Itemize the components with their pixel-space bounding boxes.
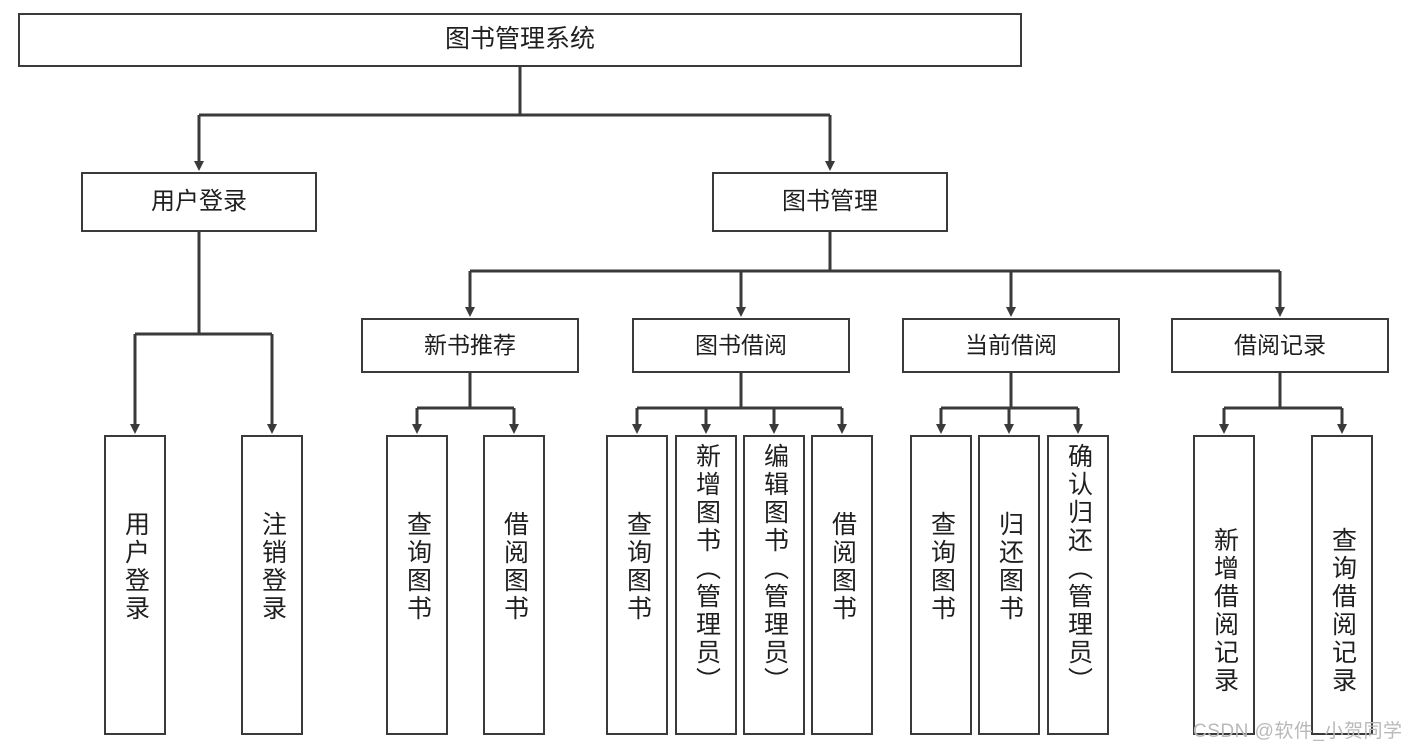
node-l6[interactable]: 新增图书（管理员） (675, 435, 737, 735)
node-label-l4: 借阅图书 (500, 511, 529, 623)
node-label-borrow: 图书借阅 (695, 331, 787, 358)
node-l7[interactable]: 编辑图书（管理员） (743, 435, 805, 735)
node-l9[interactable]: 查询图书 (910, 435, 972, 735)
node-label-l6: 新增图书（管理员） (692, 443, 721, 695)
node-label-l2: 注销登录 (258, 511, 287, 623)
node-label-l11: 确认归还（管理员） (1064, 443, 1093, 695)
node-label-l7: 编辑图书（管理员） (760, 443, 789, 695)
node-label-l12: 新增借阅记录 (1210, 527, 1239, 695)
node-l13[interactable]: 查询借阅记录 (1311, 435, 1373, 735)
node-l10[interactable]: 归还图书 (978, 435, 1040, 735)
node-label-root: 图书管理系统 (444, 25, 595, 54)
node-label-login: 用户登录 (151, 187, 247, 215)
node-l8[interactable]: 借阅图书 (811, 435, 873, 735)
node-label-l10: 归还图书 (995, 511, 1024, 623)
node-root[interactable]: 图书管理系统 (18, 13, 1022, 67)
node-l1[interactable]: 用户登录 (104, 435, 166, 735)
node-l12[interactable]: 新增借阅记录 (1193, 435, 1255, 735)
node-records[interactable]: 借阅记录 (1171, 318, 1389, 373)
node-newbook[interactable]: 新书推荐 (361, 318, 579, 373)
node-l3[interactable]: 查询图书 (386, 435, 448, 735)
node-label-l8: 借阅图书 (828, 511, 857, 623)
node-label-l5: 查询图书 (623, 511, 652, 623)
node-bookmgmt[interactable]: 图书管理 (712, 172, 948, 232)
node-l2[interactable]: 注销登录 (241, 435, 303, 735)
node-label-current: 当前借阅 (965, 331, 1057, 358)
node-l5[interactable]: 查询图书 (606, 435, 668, 735)
node-label-l13: 查询借阅记录 (1328, 527, 1357, 695)
node-label-l1: 用户登录 (121, 511, 150, 623)
node-l11[interactable]: 确认归还（管理员） (1047, 435, 1109, 735)
node-label-bookmgmt: 图书管理 (782, 187, 878, 215)
node-label-l9: 查询图书 (927, 511, 956, 623)
node-l4[interactable]: 借阅图书 (483, 435, 545, 735)
node-borrow[interactable]: 图书借阅 (632, 318, 850, 373)
node-login[interactable]: 用户登录 (81, 172, 317, 232)
node-label-records: 借阅记录 (1234, 331, 1326, 358)
csdn-watermark: CSDN @软件_小贺同学 (1193, 721, 1403, 742)
node-label-newbook: 新书推荐 (424, 331, 516, 358)
node-current[interactable]: 当前借阅 (902, 318, 1120, 373)
node-label-l3: 查询图书 (403, 511, 432, 623)
